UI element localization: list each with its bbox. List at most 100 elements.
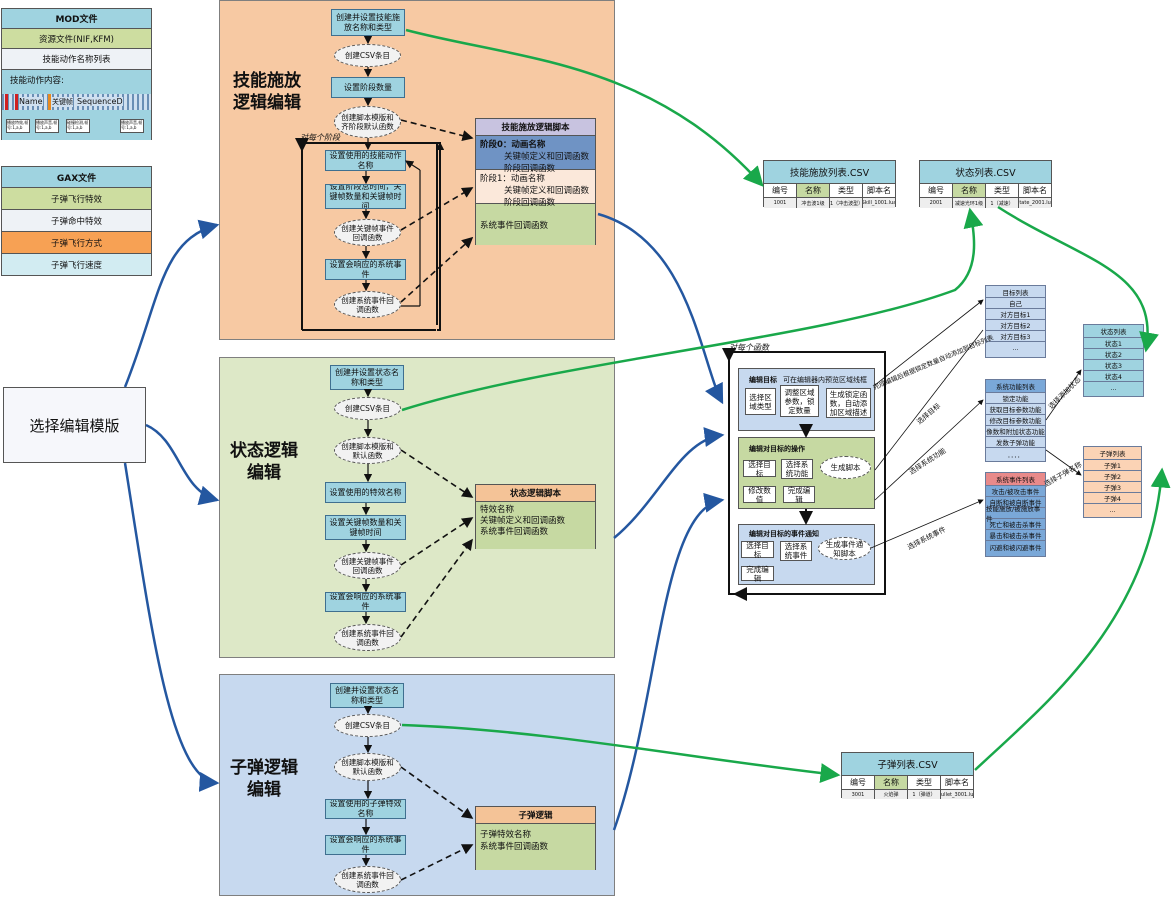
state-step-fx-name[interactable]: 设置使用的特效名称 bbox=[325, 482, 406, 503]
bullet-step-fx-name[interactable]: 设置使用的子弹特效名称 bbox=[325, 799, 406, 819]
state-list-item-3[interactable]: 状态3 bbox=[1084, 360, 1143, 371]
bullet-oval-csv[interactable]: 创建CSV条目 bbox=[334, 714, 401, 737]
state-panel-title: 状态逻辑 编辑 bbox=[230, 441, 298, 483]
skill-oval-csv[interactable]: 创建CSV条目 bbox=[334, 44, 401, 67]
target-ops-generate-script-oval[interactable]: 生成脚本 bbox=[820, 456, 871, 479]
skill-oval-keyframe[interactable]: 创建关键帧事件回调函数 bbox=[334, 219, 401, 246]
bullet-step-create[interactable]: 创建并设置状态名称和类型 bbox=[330, 683, 404, 708]
state-step-keyframes[interactable]: 设置关键帧数量和关键帧时间 bbox=[325, 515, 406, 540]
sysfunc-item-fire-bullet[interactable]: 发数子弹功能 bbox=[986, 437, 1045, 448]
state-csv-table: 状态列表.CSV 编号 名称 类型 脚本名 2001 减速光环1级 1（减速） … bbox=[919, 160, 1052, 208]
state-list-item-1[interactable]: 状态1 bbox=[1084, 338, 1143, 349]
gax-item-flight-speed: 子弹飞行速度 bbox=[2, 254, 151, 275]
bullet-csv-script: Bullet_3001.lua bbox=[941, 791, 973, 798]
notify-select-sysevent-button[interactable]: 选择系统事件 bbox=[780, 541, 812, 561]
sysfunc-item-get-param[interactable]: 获取目标参数功能 bbox=[986, 404, 1045, 415]
notify-select-target-button[interactable]: 选择目标 bbox=[741, 541, 774, 559]
mod-strip-orange bbox=[48, 94, 51, 110]
skill-csv-header-row: 编号 名称 类型 脚本名 bbox=[764, 184, 895, 198]
select-area-type-button[interactable]: 选择区域类型 bbox=[745, 388, 776, 415]
state-csv-h-name: 名称 bbox=[953, 184, 986, 197]
skill-csv-h-type: 类型 bbox=[830, 184, 863, 197]
skill-step-create[interactable]: 创建并设置技能施放名称和类型 bbox=[331, 9, 405, 36]
state-step-sys-event[interactable]: 设置会响应的系统事件 bbox=[325, 592, 406, 612]
mod-item-resource: 资源文件(NIF,KFM) bbox=[2, 29, 151, 49]
bullet-script-line1: 子弹特效名称 bbox=[480, 830, 532, 840]
target-list-item-self[interactable]: 自己 bbox=[986, 298, 1045, 309]
bullet-csv-type: 1（弹道） bbox=[908, 790, 941, 799]
skill-csv-script: Skill_1001.lua bbox=[863, 200, 895, 206]
skill-csv-row: 1001 冲击波1级 1（冲击波型） Skill_1001.lua bbox=[764, 198, 895, 208]
sysevent-item-crit[interactable]: 暴击和被击杀事件 bbox=[986, 530, 1045, 541]
bullet-script-title: 子弹逻辑 bbox=[476, 807, 595, 824]
skill-oval-sys-event[interactable]: 创建系统事件回调函数 bbox=[334, 291, 401, 318]
bullet-panel-title: 子弹逻辑 编辑 bbox=[230, 758, 298, 800]
sysevent-item-attack[interactable]: 攻击/被攻击事件 bbox=[986, 486, 1045, 497]
state-csv-h-script: 脚本名 bbox=[1023, 186, 1047, 195]
sysevent-item-dodge[interactable]: 闪避和被闪避事件 bbox=[989, 543, 1042, 552]
bullet-list-item-4[interactable]: 子弹4 bbox=[1084, 493, 1141, 504]
notify-finish-button[interactable]: 完成编辑 bbox=[741, 565, 774, 583]
state-oval-csv[interactable]: 创建CSV条目 bbox=[334, 397, 401, 420]
bullet-oval-template[interactable]: 创建脚本模版和默认函数 bbox=[334, 753, 401, 781]
bullet-step-sys-event[interactable]: 设置会响应的系统事件 bbox=[325, 835, 406, 855]
notify-title: 编辑对目标的事件通知 bbox=[749, 530, 819, 538]
skill-script-stage1-title: 阶段1：动画名称 bbox=[480, 174, 545, 184]
mod-note-3: 碰撞检测,帧号:1,a,b bbox=[66, 119, 90, 133]
skill-csv-name: 冲击波1级 bbox=[797, 198, 830, 208]
target-ops-modify-value-button[interactable]: 修改数值 bbox=[743, 486, 776, 504]
skill-csv-id: 1001 bbox=[764, 198, 797, 208]
target-list-item-1[interactable]: 对方目标1 bbox=[986, 309, 1045, 320]
state-list-item-4[interactable]: 状态4 bbox=[1084, 371, 1143, 382]
notify-generate-script-oval[interactable]: 生成事件通知脚本 bbox=[818, 537, 871, 560]
skill-script-stage1: 阶段1：动画名称 关键帧定义和回调函数 阶段回调函数 bbox=[476, 170, 595, 208]
sysfunc-item-more: ．．．． bbox=[1007, 450, 1024, 459]
target-ops-title: 编辑对目标的操作 bbox=[749, 445, 805, 453]
bullet-list: 子弹列表 子弹1 子弹2 子弹3 子弹4 … bbox=[1083, 446, 1142, 518]
bullet-csv-name: 火焰弹 bbox=[875, 790, 908, 799]
sysfunc-item-add-state[interactable]: 像数和附加状态功能 bbox=[986, 428, 1045, 437]
state-oval-keyframe[interactable]: 创建关键帧事件回调函数 bbox=[334, 552, 401, 579]
bullet-oval-sys-event[interactable]: 创建系统事件回调函数 bbox=[334, 866, 401, 893]
adjust-area-params-button[interactable]: 调整区域参数，锁定数量 bbox=[780, 385, 819, 417]
skill-csv-type: 1（冲击波型） bbox=[830, 198, 863, 208]
mod-strip-red-1 bbox=[5, 94, 8, 110]
state-oval-template[interactable]: 创建脚本模版和默认函数 bbox=[334, 437, 401, 464]
function-loop-label: 对每个函数 bbox=[729, 343, 769, 352]
edit-target-title: 编辑目标 bbox=[749, 376, 777, 384]
skill-step-action-name[interactable]: 设置使用的技能动作名称 bbox=[325, 150, 406, 171]
bullet-list-title: 子弹列表 bbox=[1084, 447, 1141, 460]
mod-strip-red-2 bbox=[15, 94, 18, 110]
skill-step-stage-time[interactable]: 设置阶段总时间，关键帧数量和关键帧时间 bbox=[325, 184, 406, 209]
sysfunc-list-title: 系统功能列表 bbox=[986, 380, 1045, 393]
skill-script-stage1-line1: 关键帧定义和回调函数 bbox=[504, 186, 590, 196]
bullet-list-item-1[interactable]: 子弹1 bbox=[1084, 460, 1141, 471]
state-oval-sys-event[interactable]: 创建系统事件回调函数 bbox=[334, 624, 401, 651]
skill-logic-script: 技能施放逻辑脚本 阶段0：动画名称 关键帧定义和回调函数 阶段回调函数 阶段1：… bbox=[475, 118, 596, 245]
blue-to-bullet bbox=[123, 462, 220, 792]
state-script-title: 状态逻辑脚本 bbox=[476, 485, 595, 502]
mod-item-action-content: 技能动作内容: bbox=[10, 76, 64, 86]
target-list-item-more: … bbox=[1012, 343, 1019, 352]
state-step-create[interactable]: 创建并设置状态名称和类型 bbox=[330, 365, 404, 390]
sysevent-item-cast[interactable]: 技能施放/被施放事件 bbox=[986, 505, 1045, 523]
skill-oval-template[interactable]: 创建脚本模版和齐阶段默认函数 bbox=[334, 106, 401, 138]
sysevent-item-death[interactable]: 死亡和被击杀事件 bbox=[986, 519, 1045, 530]
bullet-script-body: 子弹特效名称 系统事件回调函数 bbox=[476, 824, 595, 870]
target-ops-select-target-button[interactable]: 选择目标 bbox=[743, 460, 776, 478]
generate-lock-func-button[interactable]: 生成锁定函数，自动添加区域描述 bbox=[826, 388, 871, 418]
skill-step-stage-count[interactable]: 设置阶段数量 bbox=[331, 77, 405, 98]
target-list-item-2[interactable]: 对方目标2 bbox=[986, 320, 1045, 331]
mod-note-4: 播放声音,帧号:1,a,b bbox=[120, 119, 144, 133]
state-list-item-2[interactable]: 状态2 bbox=[1084, 349, 1143, 360]
target-ops-finish-button[interactable]: 完成编辑 bbox=[783, 486, 815, 504]
sysfunc-item-modify-param[interactable]: 修改目标参数功能 bbox=[986, 415, 1045, 426]
target-ops-select-sysfunc-button[interactable]: 选择系统功能 bbox=[781, 459, 813, 479]
bullet-csv-id: 3001 bbox=[842, 790, 875, 799]
bullet-list-item-3[interactable]: 子弹3 bbox=[1084, 482, 1141, 493]
sysfunc-item-lock[interactable]: 锁定功能 bbox=[986, 393, 1045, 404]
skill-step-sys-event[interactable]: 设置会响应的系统事件 bbox=[325, 259, 406, 280]
select-template-box[interactable]: 选择编辑模版 bbox=[3, 387, 146, 463]
bullet-list-item-2[interactable]: 子弹2 bbox=[1084, 471, 1141, 482]
mod-action-content: 技能动作内容: Name 关键帧 SequenceD 播放特效,帧号:1,a,b… bbox=[2, 70, 151, 140]
